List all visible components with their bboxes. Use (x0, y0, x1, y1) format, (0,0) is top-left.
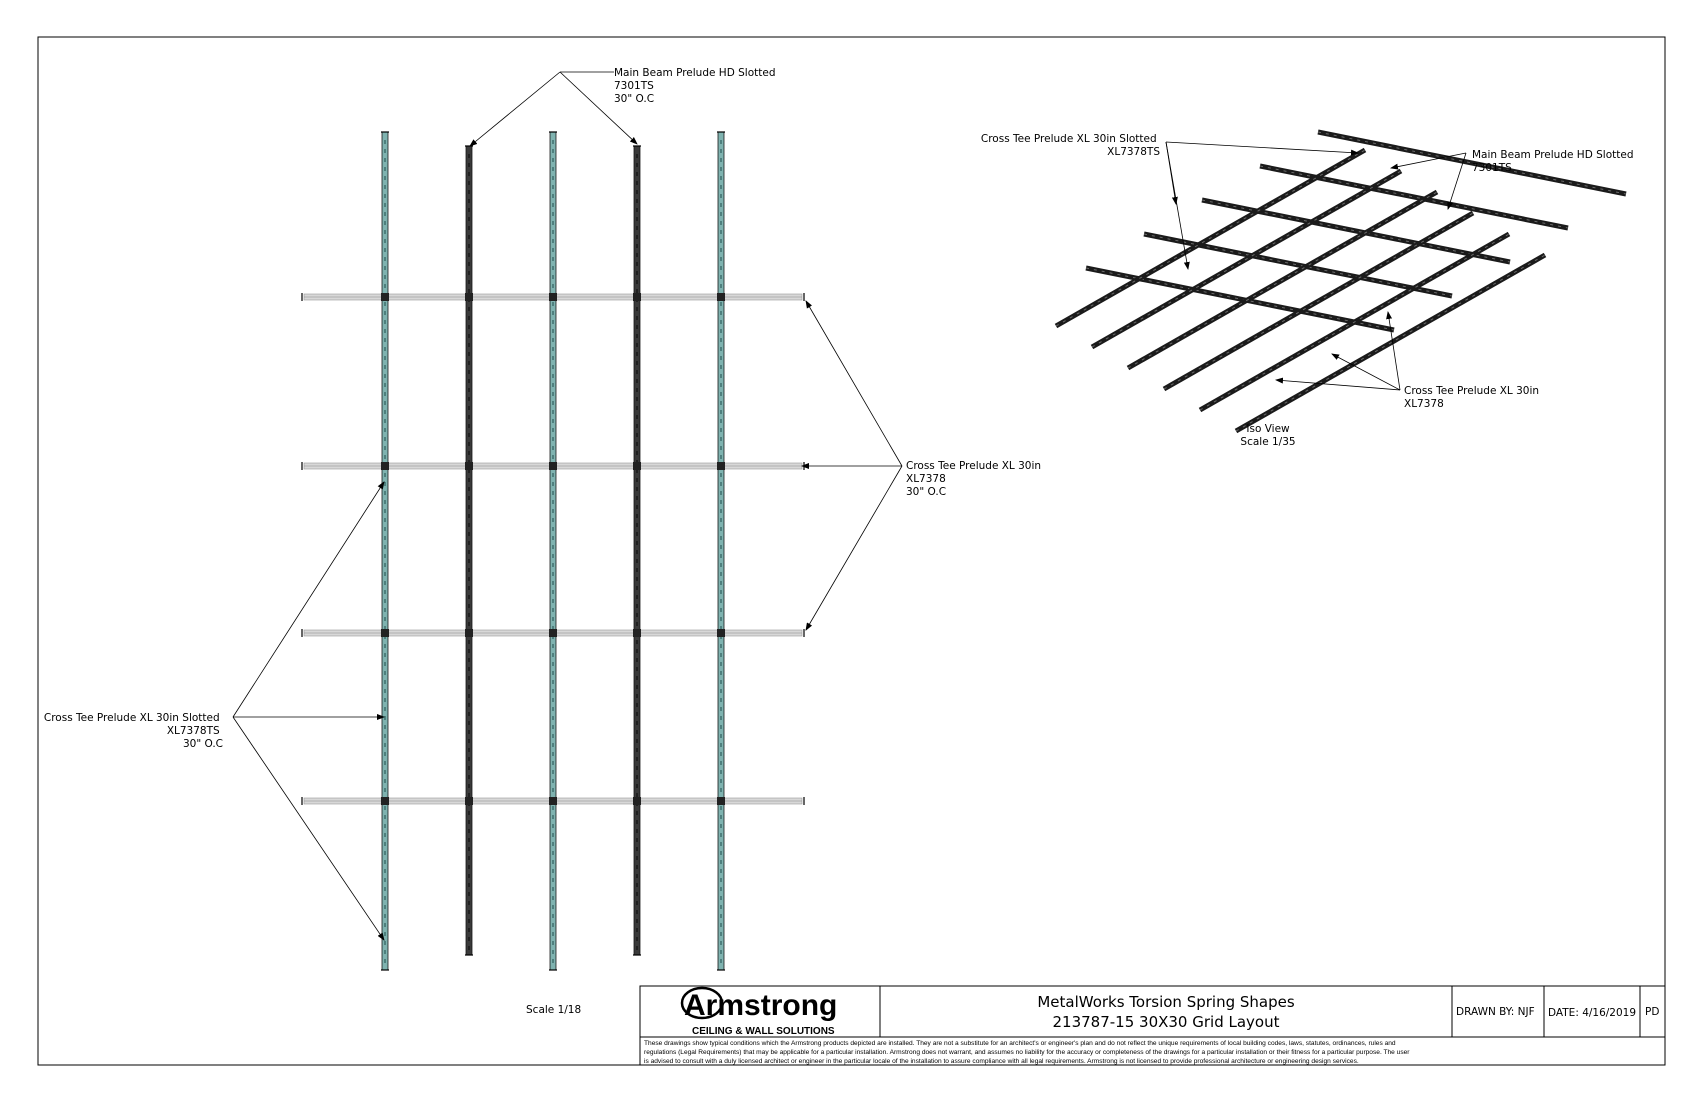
plan-main-beam (633, 145, 641, 956)
date: DATE: 4/16/2019 (1548, 1007, 1636, 1019)
iso-scale-label: Scale 1/35 (1240, 436, 1295, 448)
iso-main-beam (1201, 197, 1511, 265)
leader-line (805, 465, 903, 631)
plan-main-beam (465, 145, 473, 956)
logo-text: Armstrong (684, 989, 837, 1022)
title-block: Armstrong CEILING & WALL SOLUTIONS Metal… (639, 985, 1666, 1066)
leader-line (232, 716, 385, 941)
leader-line (1386, 311, 1401, 391)
plan-scale-label: Scale 1/18 (526, 1004, 581, 1016)
disclaimer-line-1: These drawings show typical conditions w… (644, 1040, 1396, 1047)
drawn-by: DRAWN BY: NJF (1456, 1006, 1535, 1018)
logo-subtext: CEILING & WALL SOLUTIONS (692, 1026, 835, 1037)
disclaimer-line-2: regulations (Legal Requirements) that ma… (644, 1049, 1410, 1056)
iso-main-beam-label: Main Beam Prelude HD Slotted 7301TS (1472, 149, 1637, 174)
sheet-border (37, 36, 1666, 1066)
leader-line (559, 71, 638, 145)
plan-cross-tee-slotted (549, 131, 557, 971)
sheet-id: PD (1645, 1006, 1659, 1018)
plan-cross-tee-label: Cross Tee Prelude XL 30in XL7378 30" O.C (906, 460, 1044, 498)
title-line-1: MetalWorks Torsion Spring Shapes (1037, 993, 1295, 1011)
iso-view (1054, 129, 1627, 434)
plan-main-beam-label: Main Beam Prelude HD Slotted 7301TS 30" … (614, 67, 779, 105)
disclaimer-line-3: is advised to consult with a duly licens… (644, 1058, 1359, 1065)
plan-cross-tee-slotted-label: Cross Tee Prelude XL 30in Slotted XL7378… (44, 712, 223, 750)
iso-cross-tee-label: Cross Tee Prelude XL 30in XL7378 (1404, 385, 1542, 410)
leader-line (805, 300, 903, 467)
iso-caption: Iso View (1246, 423, 1290, 435)
plan-view (232, 71, 903, 971)
leader-line (1275, 377, 1401, 391)
leader-line (1447, 152, 1467, 210)
title-line-2: 213787-15 30X30 Grid Layout (1053, 1013, 1280, 1031)
iso-cross-tee-slot (1055, 149, 1366, 327)
leader-line (232, 481, 385, 718)
plan-leader-lines (232, 71, 903, 941)
iso-cross-tee-slot (1199, 233, 1510, 411)
leader-line (1390, 152, 1467, 170)
iso-cross-tee-slot (1163, 212, 1474, 390)
plan-cross-tee-slotted (717, 131, 725, 971)
plan-cross-tee-slotted (381, 131, 389, 971)
iso-leader-lines (1165, 141, 1467, 391)
iso-main-beam (1317, 129, 1627, 197)
iso-cross-tee-slot (1127, 191, 1438, 369)
iso-cross-tee-slot (1091, 170, 1402, 348)
iso-cross-tee-slot (1235, 254, 1546, 432)
leader-line (1165, 141, 1359, 156)
leader-line (1331, 353, 1401, 391)
iso-cross-tee-slotted-label: Cross Tee Prelude XL 30in Slotted XL7378… (981, 133, 1160, 158)
iso-main-beam (1259, 163, 1569, 231)
leader-line (469, 71, 561, 147)
leader-line (1165, 141, 1190, 270)
armstrong-logo: Armstrong CEILING & WALL SOLUTIONS (680, 986, 837, 1037)
